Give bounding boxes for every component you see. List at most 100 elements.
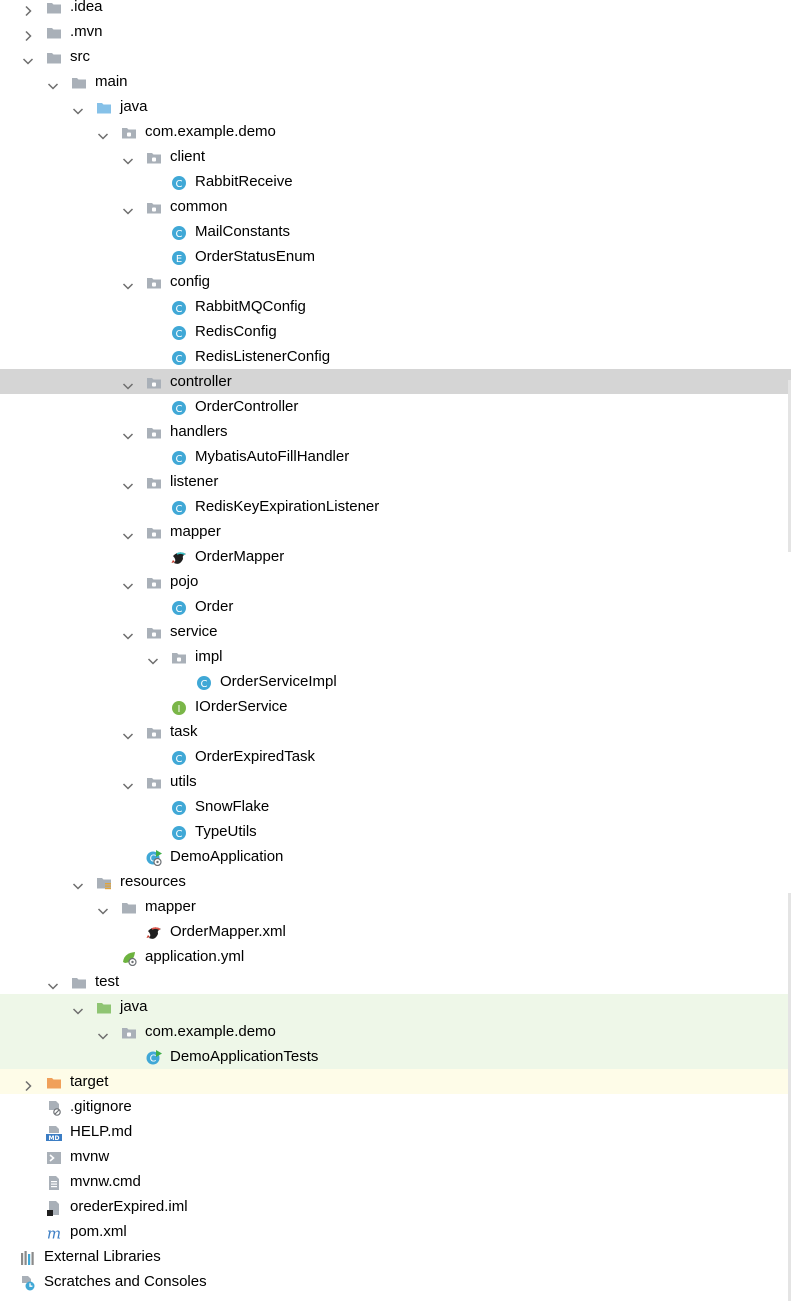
tree-item[interactable]: OrderMapper.xml (0, 919, 791, 944)
tree-item[interactable]: test (0, 969, 791, 994)
chevron-right-icon[interactable] (22, 1075, 34, 1092)
tree-item[interactable]: C DemoApplicationTests (0, 1044, 791, 1069)
chevron-down-icon[interactable] (72, 1000, 84, 1015)
tree-item[interactable]: common (0, 194, 791, 219)
tree-item-label: RedisKeyExpirationListener (195, 498, 380, 515)
scrollbar-track-upper[interactable] (788, 380, 791, 552)
chevron-down-icon[interactable] (72, 100, 84, 115)
tree-item[interactable]: src (0, 44, 791, 69)
chevron-down-icon[interactable] (47, 975, 59, 990)
chevron-down-icon[interactable] (122, 200, 134, 215)
tree-item[interactable]: Scratches and Consoles (0, 1269, 791, 1294)
chevron-down-icon[interactable] (72, 875, 84, 890)
chevron-down-icon[interactable] (122, 475, 134, 490)
tree-item[interactable]: listener (0, 469, 791, 494)
tree-item[interactable]: External Libraries (0, 1244, 791, 1269)
tree-item[interactable]: utils (0, 769, 791, 794)
chevron-down-icon[interactable] (122, 725, 134, 740)
excluded-folder-icon (46, 1074, 62, 1090)
svg-text:C: C (176, 754, 183, 765)
chevron-down-icon[interactable] (122, 425, 134, 440)
tree-item[interactable]: client (0, 144, 791, 169)
tree-item[interactable]: application.yml (0, 944, 791, 969)
chevron-down-icon[interactable] (147, 650, 159, 665)
tree-item-label: com.example.demo (145, 1023, 276, 1040)
tree-item[interactable]: target (0, 1069, 791, 1094)
chevron-down-icon[interactable] (122, 150, 134, 165)
chevron-down-icon[interactable] (122, 275, 134, 290)
chevron-down-icon[interactable] (97, 900, 109, 915)
chevron-right-icon[interactable] (22, 25, 34, 42)
tree-item[interactable]: mapper (0, 894, 791, 919)
tree-item-label: OrderMapper.xml (170, 923, 286, 940)
tree-item[interactable]: impl (0, 644, 791, 669)
tree-item[interactable]: com.example.demo (0, 1019, 791, 1044)
tree-item[interactable]: orederExpired.iml (0, 1194, 791, 1219)
tree-item[interactable]: mapper (0, 519, 791, 544)
tree-item[interactable]: mvnw.cmd (0, 1169, 791, 1194)
tree-item[interactable]: com.example.demo (0, 119, 791, 144)
svg-text:C: C (150, 1054, 157, 1065)
tree-item[interactable]: C RedisKeyExpirationListener (0, 494, 791, 519)
tree-item[interactable]: java (0, 94, 791, 119)
spring-boot-class-icon: C (146, 849, 162, 867)
chevron-right-icon[interactable] (22, 0, 34, 17)
tree-item[interactable]: task (0, 719, 791, 744)
tree-item[interactable]: service (0, 619, 791, 644)
tree-item[interactable]: pojo (0, 569, 791, 594)
package-icon (146, 524, 162, 540)
chevron-down-icon[interactable] (97, 1025, 109, 1040)
tree-item[interactable]: .gitignore (0, 1094, 791, 1119)
package-icon (146, 724, 162, 740)
tree-item-label: resources (120, 873, 186, 890)
scrollbar-track-lower[interactable] (788, 893, 791, 1301)
tree-item-label: RedisListenerConfig (195, 348, 331, 365)
chevron-down-icon[interactable] (122, 375, 134, 390)
chevron-down-icon[interactable] (122, 625, 134, 640)
class-icon: C (171, 499, 187, 515)
tree-item-label: OrderController (195, 398, 299, 415)
chevron-down-icon[interactable] (47, 75, 59, 90)
tree-item-label: main (95, 73, 128, 90)
chevron-down-icon[interactable] (122, 775, 134, 790)
chevron-down-icon[interactable] (122, 575, 134, 590)
chevron-down-icon[interactable] (22, 50, 34, 65)
tree-item-label: DemoApplicationTests (170, 1048, 319, 1065)
tree-item[interactable]: main (0, 69, 791, 94)
tree-item[interactable]: resources (0, 869, 791, 894)
tree-item[interactable]: .mvn (0, 19, 791, 44)
tree-item-label: service (170, 623, 218, 640)
tree-item[interactable]: java (0, 994, 791, 1019)
folder-icon (46, 24, 62, 40)
source-folder-icon (96, 99, 112, 115)
tree-item[interactable]: mvnw (0, 1144, 791, 1169)
tree-item[interactable]: .idea (0, 0, 791, 19)
tree-item[interactable]: config (0, 269, 791, 294)
tree-item[interactable]: OrderMapper (0, 544, 791, 569)
chevron-down-icon[interactable] (97, 125, 109, 140)
svg-text:m: m (47, 1225, 61, 1241)
chevron-down-icon[interactable] (122, 525, 134, 540)
tree-item-label: impl (195, 648, 223, 665)
tree-item[interactable]: handlers (0, 419, 791, 444)
text-file-icon (46, 1174, 62, 1190)
tree-item[interactable]: controller (0, 369, 791, 394)
